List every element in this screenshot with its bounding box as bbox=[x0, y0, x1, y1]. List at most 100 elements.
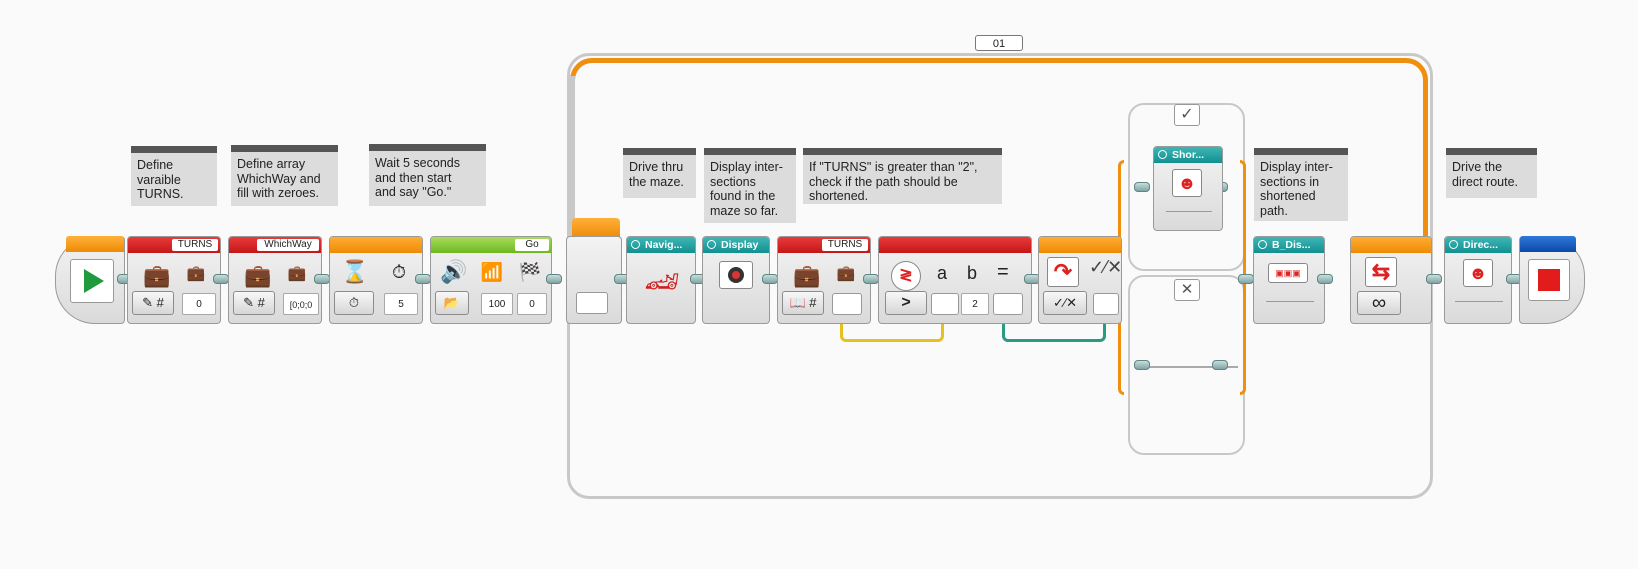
sound-block[interactable]: Go 🔊 📶 🏁 📂 100 0 bbox=[430, 236, 552, 324]
block-bar bbox=[1154, 147, 1222, 163]
stop-tab bbox=[1520, 236, 1576, 252]
stop-block[interactable] bbox=[1519, 236, 1585, 324]
display-icon bbox=[719, 261, 753, 289]
result-label: = bbox=[997, 261, 1009, 283]
steering-wheel-icon: 🏎 bbox=[644, 266, 680, 297]
output-port[interactable] bbox=[832, 293, 862, 315]
value-input[interactable]: 0 bbox=[182, 293, 216, 315]
display-out-plug[interactable] bbox=[762, 274, 778, 284]
myblock-gear-icon bbox=[631, 240, 640, 249]
comment-if-turns[interactable]: If "TURNS" is greater than "2", check if… bbox=[803, 148, 1002, 204]
loop-label[interactable]: 01 bbox=[975, 35, 1023, 51]
loop-end-out-plug[interactable] bbox=[1426, 274, 1442, 284]
compare-block[interactable]: ≷ a b = > 2 bbox=[878, 236, 1032, 324]
check-cross-icon: ✓⁄✕ bbox=[1053, 295, 1077, 310]
loop-left-leg bbox=[570, 76, 575, 248]
sound-out-plug[interactable] bbox=[546, 274, 562, 284]
play-file-mode[interactable]: 📂 bbox=[435, 291, 469, 315]
compare-icon: ≷ bbox=[891, 261, 921, 291]
block-bar bbox=[1254, 237, 1324, 253]
input-b-value[interactable]: 2 bbox=[961, 293, 989, 315]
switch-false-tab[interactable]: ✕ bbox=[1174, 279, 1200, 301]
logic-icon: ✓⁄✕ bbox=[1089, 257, 1123, 277]
switch-block[interactable]: ↷ ✓⁄✕ ✓⁄✕ bbox=[1038, 236, 1122, 324]
greater-than-mode[interactable]: > bbox=[885, 291, 927, 315]
divider bbox=[1166, 211, 1212, 212]
direct-myblock[interactable]: Direc... ☻ bbox=[1444, 236, 1512, 324]
shorten-myblock[interactable]: Shor... ☻ bbox=[1153, 146, 1223, 231]
array-value-input[interactable]: [0;0;0 bbox=[283, 293, 319, 315]
display-myblock[interactable]: Display bbox=[702, 236, 770, 324]
variable-name[interactable]: TURNS bbox=[172, 239, 218, 251]
logic-input-port[interactable] bbox=[1093, 293, 1119, 315]
data-wire-yellow[interactable] bbox=[840, 318, 944, 342]
comment-define-turns[interactable]: Define varaible TURNS. bbox=[131, 146, 217, 206]
b-display-out-plug[interactable] bbox=[1317, 274, 1333, 284]
block-bar bbox=[1039, 237, 1121, 253]
start-block[interactable] bbox=[55, 236, 125, 324]
comment-display-shortened[interactable]: Display inter- sections in shortened pat… bbox=[1254, 148, 1348, 221]
wait-out-plug[interactable] bbox=[415, 274, 431, 284]
stopwatch-icon: ⏱ bbox=[348, 295, 360, 310]
unlimited-mode[interactable]: ∞ bbox=[1357, 291, 1401, 315]
switch-out-plug[interactable] bbox=[1238, 274, 1254, 284]
myblock-gear-icon bbox=[707, 240, 716, 249]
timer-icon: ⏱ bbox=[391, 262, 407, 282]
switch-false-in-plug[interactable] bbox=[1134, 360, 1150, 370]
play-icon[interactable] bbox=[70, 259, 114, 303]
write-numeric-mode[interactable]: ✎ # bbox=[132, 291, 174, 315]
wait-block[interactable]: ⌛ ⏱ ⏱ 5 bbox=[329, 236, 423, 324]
switch-false-line bbox=[1136, 366, 1238, 368]
comment-wait[interactable]: Wait 5 seconds and then start and say "G… bbox=[369, 144, 486, 206]
speaker-icon: 🔊 bbox=[440, 259, 468, 284]
block-bar bbox=[703, 237, 769, 253]
pencil-icon: ✎ bbox=[142, 295, 154, 310]
array-out-plug[interactable] bbox=[314, 274, 330, 284]
write-array-mode[interactable]: ✎ # bbox=[233, 291, 275, 315]
variable-read-out-plug[interactable] bbox=[863, 274, 879, 284]
input-b-label: b bbox=[967, 263, 978, 283]
variable-name[interactable]: TURNS bbox=[822, 239, 868, 251]
wait-time-mode[interactable]: ⏱ bbox=[334, 291, 374, 315]
variable-turns-out-plug[interactable] bbox=[213, 274, 229, 284]
array-mode-label: # bbox=[257, 295, 265, 310]
small-briefcase-icon: 💼 bbox=[836, 265, 856, 282]
stop-icon[interactable] bbox=[1528, 259, 1570, 301]
array-whichway-block[interactable]: WhichWay 💼 💼 ✎ # [0;0;0 bbox=[228, 236, 322, 324]
switch-true-in-plug[interactable] bbox=[1134, 182, 1150, 192]
seconds-input[interactable]: 5 bbox=[384, 293, 418, 315]
comment-drive[interactable]: Drive thru the maze. bbox=[623, 148, 696, 198]
read-numeric-mode[interactable]: 📖 # bbox=[782, 291, 824, 315]
switch-true-tab[interactable]: ✓ bbox=[1174, 104, 1200, 126]
pencil-icon: ✎ bbox=[243, 295, 255, 310]
block-bar bbox=[1351, 237, 1431, 253]
numeric-mode-label: # bbox=[809, 295, 817, 310]
myblock-gear-icon bbox=[1158, 150, 1167, 159]
loop-icon: ⇆ bbox=[1365, 257, 1397, 287]
navigate-myblock[interactable]: Navig... 🏎 bbox=[626, 236, 696, 324]
comment-drive-direct[interactable]: Drive the direct route. bbox=[1446, 148, 1537, 198]
sound-file-name[interactable]: Go bbox=[515, 239, 549, 251]
myblock-name: Display bbox=[721, 239, 759, 251]
divider bbox=[1266, 301, 1314, 302]
divider bbox=[1455, 301, 1503, 302]
variable-turns-read-block[interactable]: TURNS 💼 💼 📖 # bbox=[777, 236, 871, 324]
variable-turns-block[interactable]: TURNS 💼 💼 ✎ # 0 bbox=[127, 236, 221, 324]
loop-end-block[interactable]: ⇆ ∞ bbox=[1350, 236, 1432, 324]
myblock-name: B_Dis... bbox=[1272, 239, 1311, 251]
comment-display[interactable]: Display inter- sections found in the maz… bbox=[704, 148, 796, 223]
myblock-name: Navig... bbox=[645, 239, 683, 251]
briefcase-icon: 💼 bbox=[143, 263, 171, 288]
play-type-input[interactable]: 0 bbox=[517, 293, 547, 315]
result-port[interactable] bbox=[993, 293, 1023, 315]
book-icon: 📖 bbox=[789, 295, 806, 310]
myblock-name: Direc... bbox=[1463, 239, 1499, 251]
input-a-port[interactable] bbox=[931, 293, 959, 315]
switch-false-out-plug[interactable] bbox=[1212, 360, 1228, 370]
data-wire-teal[interactable] bbox=[1002, 318, 1106, 342]
comment-define-array[interactable]: Define array WhichWay and fill with zero… bbox=[231, 145, 338, 206]
b-display-myblock[interactable]: B_Dis... ▣▣▣ bbox=[1253, 236, 1325, 324]
volume-input[interactable]: 100 bbox=[481, 293, 513, 315]
logic-mode[interactable]: ✓⁄✕ bbox=[1043, 291, 1087, 315]
variable-name[interactable]: WhichWay bbox=[257, 239, 319, 251]
